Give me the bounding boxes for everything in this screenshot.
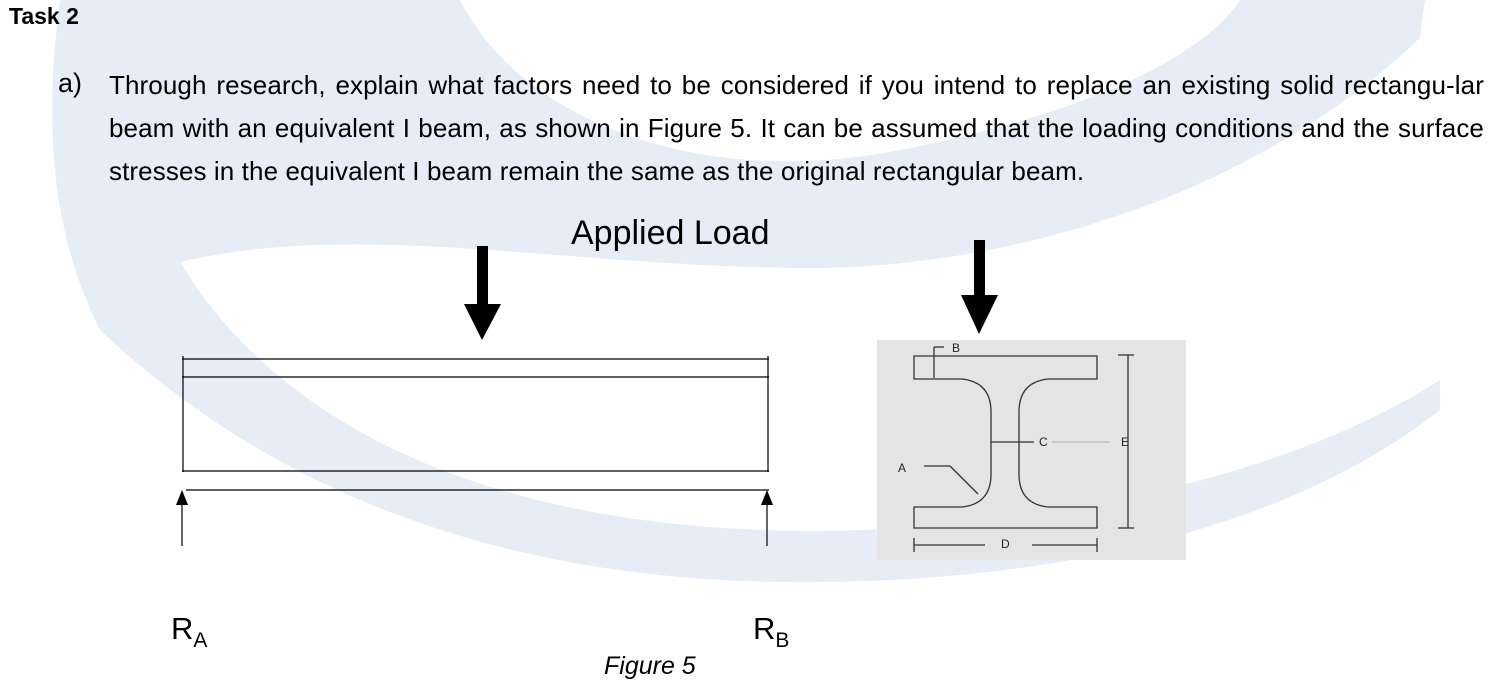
support-a	[176, 490, 188, 546]
question-label: a)	[58, 68, 83, 98]
label-c: C	[1039, 435, 1048, 449]
load-arrow-beam	[464, 246, 501, 340]
label-e: E	[1121, 435, 1129, 449]
label-a: A	[898, 461, 906, 475]
ibeam-dimension-labels: B C E A D	[898, 341, 1129, 551]
reaction-a-label: RA	[171, 611, 207, 652]
reaction-b-main: R	[753, 611, 776, 646]
reaction-a-sub: A	[193, 629, 208, 652]
question-text: Through research, explain what factors n…	[109, 70, 1484, 186]
reaction-b-sub: B	[775, 629, 790, 652]
reaction-b-label: RB	[753, 611, 789, 652]
task-title: Task 2	[9, 3, 79, 29]
label-d: D	[1001, 537, 1010, 551]
support-b	[761, 490, 773, 546]
applied-load-label: Applied Load	[571, 214, 770, 252]
ibeam-cross-section	[913, 346, 1134, 552]
ibeam-section-panel	[877, 340, 1186, 560]
label-b: B	[952, 341, 960, 355]
figure-caption: Figure 5	[604, 652, 696, 680]
load-arrow-ibeam	[961, 240, 998, 334]
reaction-a-main: R	[171, 611, 194, 646]
rectangular-beam	[182, 356, 769, 491]
